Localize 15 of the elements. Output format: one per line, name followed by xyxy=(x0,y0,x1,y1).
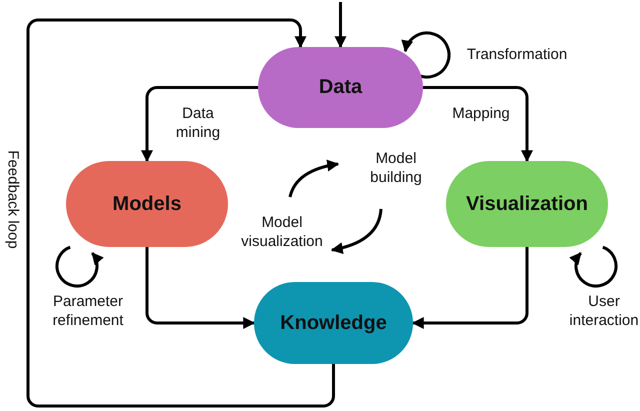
node-label: Models xyxy=(112,192,182,216)
arrow xyxy=(423,86,533,162)
annotation-text: Model building xyxy=(369,149,423,187)
node-label: Visualization xyxy=(466,192,588,216)
loop-arrow xyxy=(569,246,618,288)
arrow xyxy=(412,247,528,329)
node-label: Data xyxy=(318,76,362,99)
loop-arrow xyxy=(56,246,104,288)
annotation-text: Model visualization xyxy=(240,213,324,251)
loop-arrow xyxy=(402,32,450,78)
node-label: Knowledge xyxy=(280,312,387,334)
arrow xyxy=(334,2,346,48)
arrow xyxy=(146,247,256,329)
arrow xyxy=(26,18,335,408)
arrow xyxy=(141,86,258,162)
